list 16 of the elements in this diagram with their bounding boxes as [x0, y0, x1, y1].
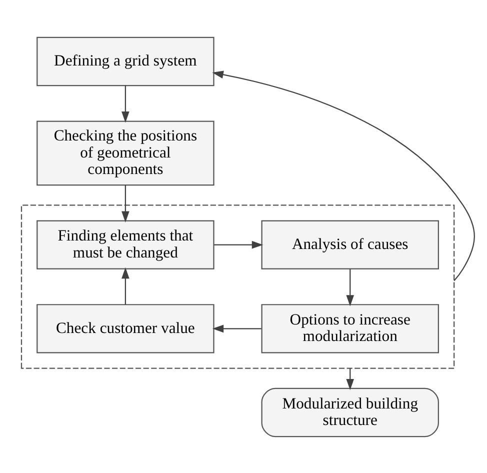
node-box: Analysis of causes	[261, 220, 439, 269]
arrow	[212, 324, 262, 332]
node-box: Checking the positions of geometrical components	[36, 120, 214, 186]
arrow	[122, 184, 130, 222]
node-box: Defining a grid system	[36, 36, 214, 86]
node-box: Modularized building structure	[261, 387, 439, 437]
arrow	[346, 368, 354, 390]
cluster	[20, 204, 455, 368]
arrow	[122, 85, 130, 122]
arrow	[212, 70, 475, 281]
arrow	[346, 268, 354, 306]
node-box: Check customer value	[36, 304, 214, 353]
node-box: Options to increase modularization	[261, 304, 439, 353]
arrow	[214, 240, 264, 248]
arrow	[122, 266, 130, 304]
node-box: Finding elements that must be changed	[36, 220, 214, 269]
